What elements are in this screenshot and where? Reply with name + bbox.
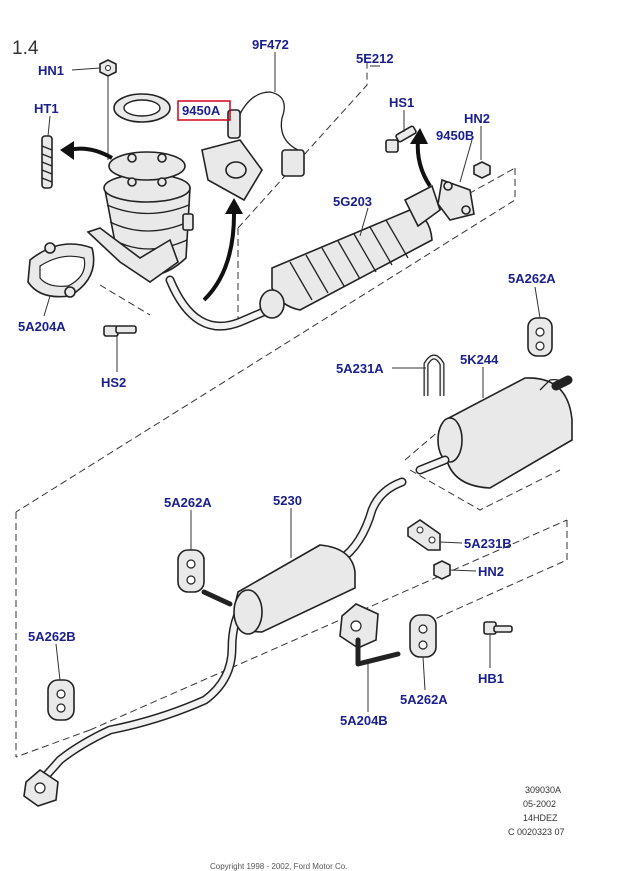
- label-5230: 5230: [273, 493, 302, 508]
- nut-hn2-mid: [433, 560, 451, 580]
- flex-pipe-5g203: [259, 178, 475, 319]
- rubber-mount-5a262b: [47, 679, 75, 721]
- label-9f472: 9F472: [252, 37, 289, 52]
- label-5e212: 5E212: [356, 51, 394, 66]
- ref-line-2: 05-2002: [523, 799, 556, 809]
- copyright-notice: Copyright 1998 - 2002, Ford Motor Co.: [210, 862, 347, 871]
- catalytic-converter: [86, 151, 194, 283]
- label-5a204b: 5A204B: [340, 713, 388, 728]
- bolt-hs1: [385, 125, 417, 153]
- label-5a262a-mid: 5A262A: [164, 495, 212, 510]
- section-number: 1.4: [12, 38, 39, 59]
- clamp-5a231b: [407, 519, 441, 551]
- centre-silencer-5230: [233, 544, 356, 635]
- ref-line-3: 14HDEZ: [523, 813, 558, 823]
- label-5g203: 5G203: [333, 194, 372, 209]
- front-flange: [23, 768, 59, 807]
- ref-line-1: 309030A: [525, 785, 561, 795]
- ref-line-4: C 0020323 07: [508, 827, 565, 837]
- part-labels: HN1 HT1 9450A 9F472 5E212 HS1 HN2 9450B …: [18, 37, 556, 728]
- u-bolt-5a231a: [423, 354, 445, 396]
- label-hn2-mid: HN2: [478, 564, 504, 579]
- rubber-mount-low: [409, 614, 437, 658]
- bracket-5a204b: [339, 603, 401, 667]
- label-hs1: HS1: [389, 95, 414, 110]
- nut-hn2-top: [473, 161, 491, 179]
- callout-arrows: [60, 128, 432, 302]
- oxygen-sensor: [201, 91, 305, 202]
- rear-silencer-5k244: [415, 375, 573, 489]
- reference-block: 309030A 05-2002 14HDEZ C 0020323 07: [508, 785, 565, 837]
- rubber-mount-top: [527, 317, 553, 357]
- label-hn1: HN1: [38, 63, 64, 78]
- bolt-hb1: [483, 621, 513, 635]
- bolt-hs2: [103, 325, 137, 337]
- rubber-mount-mid: [177, 549, 233, 607]
- label-9450a: 9450A: [182, 103, 221, 118]
- label-5a262b: 5A262B: [28, 629, 76, 644]
- label-hb1: HB1: [478, 671, 504, 686]
- label-5a231a: 5A231A: [336, 361, 384, 376]
- label-5a262a-top: 5A262A: [508, 271, 556, 286]
- label-5k244: 5K244: [460, 352, 499, 367]
- label-5a231b: 5A231B: [464, 536, 512, 551]
- label-hs2: HS2: [101, 375, 126, 390]
- gasket-ring: [113, 93, 171, 123]
- intermediate-pipe: [39, 477, 407, 783]
- label-5a262a-low: 5A262A: [400, 692, 448, 707]
- label-5a204a: 5A204A: [18, 319, 66, 334]
- highlight-box-9450a: [177, 100, 231, 121]
- nut-hn1: [99, 59, 117, 77]
- label-ht1: HT1: [34, 101, 59, 116]
- leader-lines: [43, 52, 541, 712]
- label-9450b: 9450B: [436, 128, 474, 143]
- front-pipe: [165, 275, 273, 331]
- bracket-5a204a: [27, 242, 95, 298]
- label-hn2-top: HN2: [464, 111, 490, 126]
- stud-ht1: [41, 135, 53, 189]
